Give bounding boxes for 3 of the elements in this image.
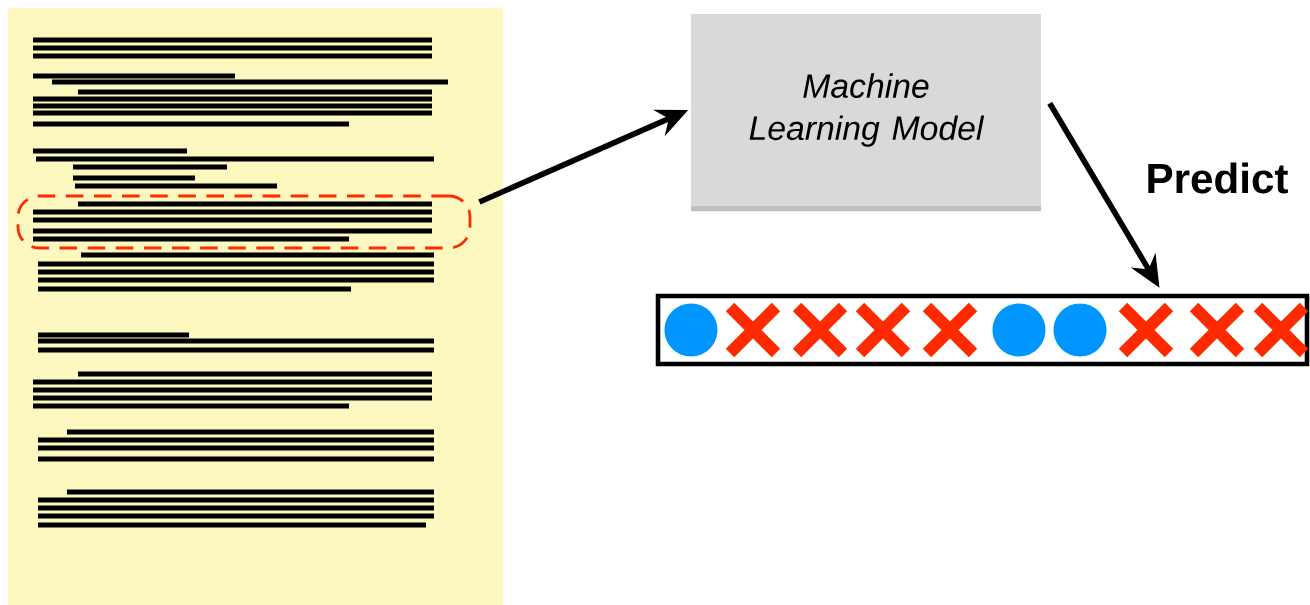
model-box: Machine Learning Model <box>691 14 1041 212</box>
edge-label: Predict <box>1148 162 1288 194</box>
highlight-region <box>16 194 472 250</box>
